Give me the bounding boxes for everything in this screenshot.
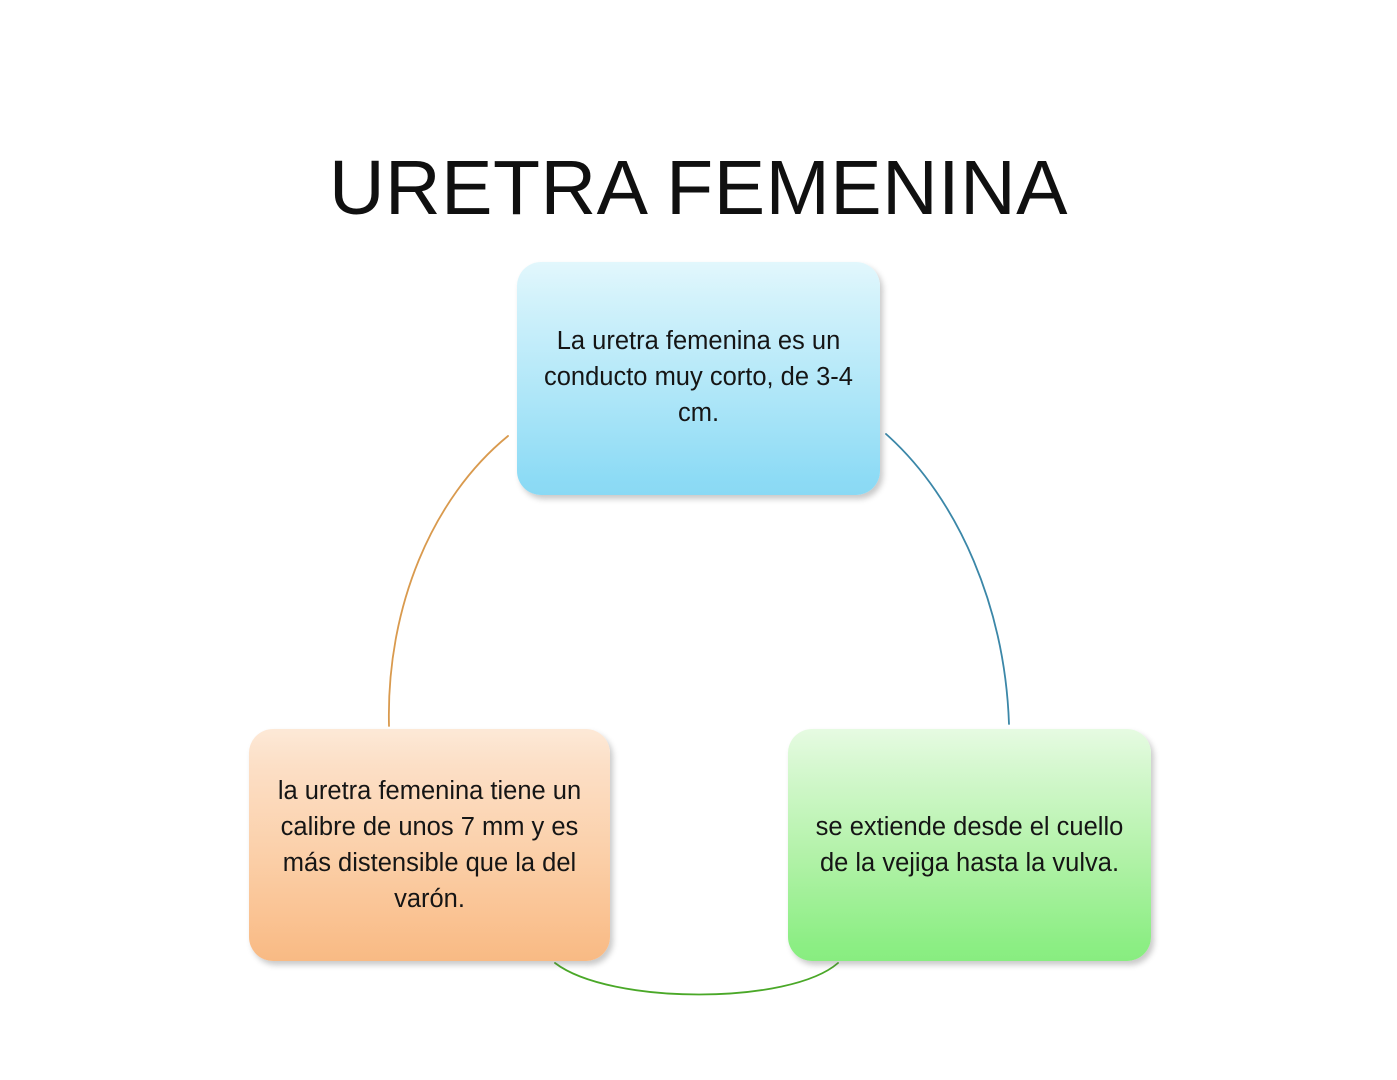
arc-orange-to-blue	[388, 435, 509, 727]
arc-green-to-orange	[554, 962, 839, 996]
cycle-node-blue-label: La uretra femenina es un conducto muy co…	[543, 326, 853, 427]
cycle-node-green[interactable]: se extiende desde el cuello de la vejiga…	[788, 729, 1151, 961]
cycle-node-orange-label: la uretra femenina tiene un calibre de u…	[277, 777, 582, 913]
cycle-node-orange[interactable]: la uretra femenina tiene un calibre de u…	[249, 729, 610, 961]
page-title: URETRA FEMENINA	[328, 144, 1069, 231]
cycle-node-blue[interactable]: La uretra femenina es un conducto muy co…	[517, 262, 880, 495]
cycle-node-green-label: se extiende desde el cuello de la vejiga…	[815, 813, 1124, 877]
arc-blue-to-green	[885, 433, 1010, 725]
